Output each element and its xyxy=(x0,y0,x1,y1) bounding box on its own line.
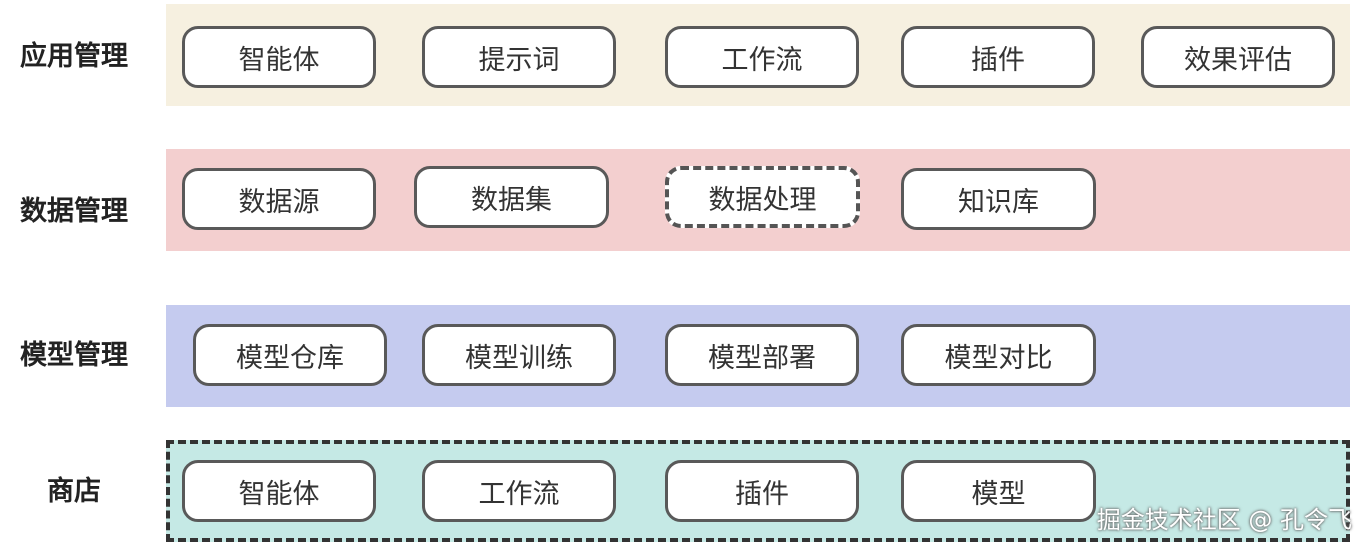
band-store: 智能体 工作流 插件 模型 xyxy=(166,440,1350,542)
node-plugin: 插件 xyxy=(901,26,1095,88)
row-label-app-management: 应用管理 xyxy=(20,41,128,72)
band-app-management: 智能体 提示词 工作流 插件 效果评估 xyxy=(166,4,1350,106)
node-dataset: 数据集 xyxy=(414,166,609,228)
band-data-management: 数据源 数据集 数据处理 知识库 xyxy=(166,149,1350,251)
node-data-source: 数据源 xyxy=(182,168,376,230)
node-knowledge-base: 知识库 xyxy=(901,168,1096,230)
node-model-deployment: 模型部署 xyxy=(665,324,859,386)
node-store-agent: 智能体 xyxy=(182,460,376,522)
node-model-training: 模型训练 xyxy=(422,324,616,386)
row-label-model-management: 模型管理 xyxy=(20,340,128,371)
node-model-comparison: 模型对比 xyxy=(901,324,1096,386)
watermark: 掘金技术社区 @ 孔令飞 xyxy=(1096,506,1352,534)
node-store-plugin: 插件 xyxy=(665,460,859,522)
band-model-management: 模型仓库 模型训练 模型部署 模型对比 xyxy=(166,305,1350,407)
node-data-processing: 数据处理 xyxy=(665,166,860,228)
node-store-model: 模型 xyxy=(901,460,1096,522)
node-agent: 智能体 xyxy=(182,26,376,88)
row-label-store: 商店 xyxy=(47,476,101,507)
row-label-data-management: 数据管理 xyxy=(20,196,128,227)
node-prompt: 提示词 xyxy=(422,26,616,88)
node-evaluation: 效果评估 xyxy=(1141,26,1335,88)
node-model-repository: 模型仓库 xyxy=(193,324,387,386)
node-store-workflow: 工作流 xyxy=(422,460,616,522)
node-workflow: 工作流 xyxy=(665,26,859,88)
